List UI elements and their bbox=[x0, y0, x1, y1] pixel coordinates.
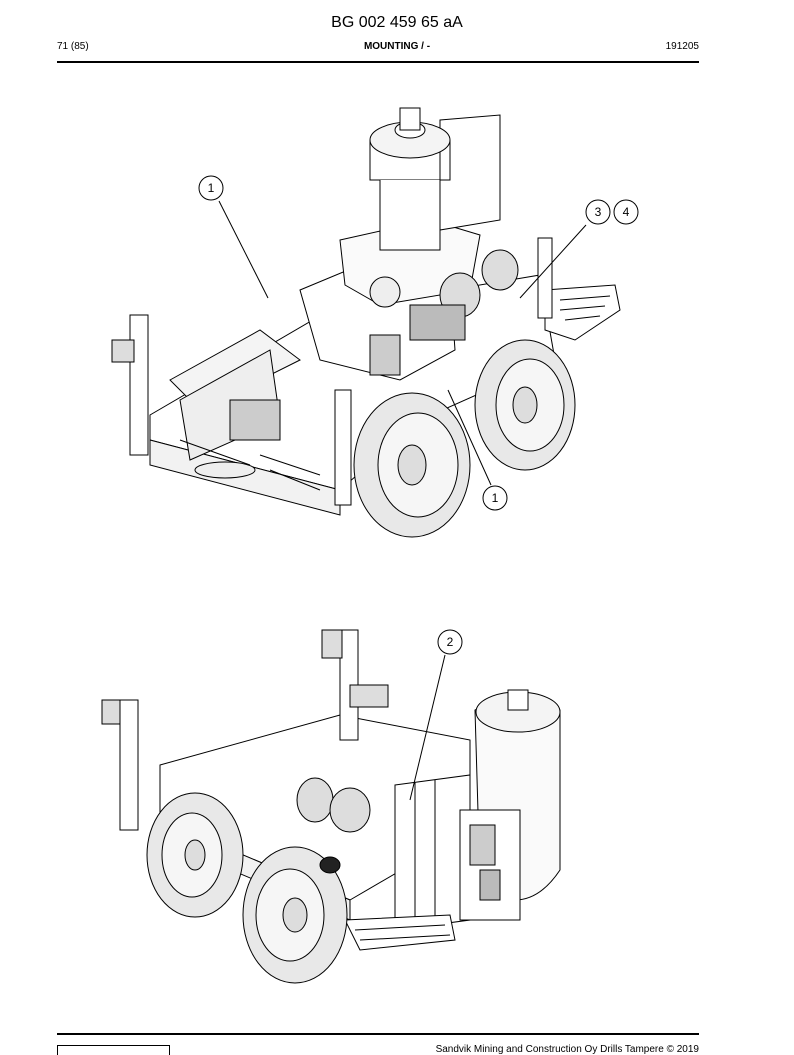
callout-2: 2 bbox=[446, 635, 454, 649]
page-number: 71 (85) bbox=[57, 41, 89, 52]
callout-3: 3 bbox=[594, 205, 602, 219]
footer-rule bbox=[57, 1033, 699, 1035]
callout-1-top: 1 bbox=[207, 181, 215, 195]
callout-4: 4 bbox=[622, 205, 630, 219]
copyright-text: Sandvik Mining and Construction Oy Drill… bbox=[435, 1044, 699, 1055]
section-title: MOUNTING / - bbox=[363, 41, 431, 52]
document-date: 191205 bbox=[665, 41, 699, 52]
figure-top-drawing bbox=[111, 107, 639, 538]
callout-1-bottom: 1 bbox=[491, 491, 499, 505]
figure-bottom-drawing bbox=[101, 629, 561, 984]
header-rule bbox=[57, 61, 699, 63]
sandvik-logo bbox=[57, 1045, 170, 1055]
document-id: BG 002 459 65 aA bbox=[331, 14, 463, 31]
